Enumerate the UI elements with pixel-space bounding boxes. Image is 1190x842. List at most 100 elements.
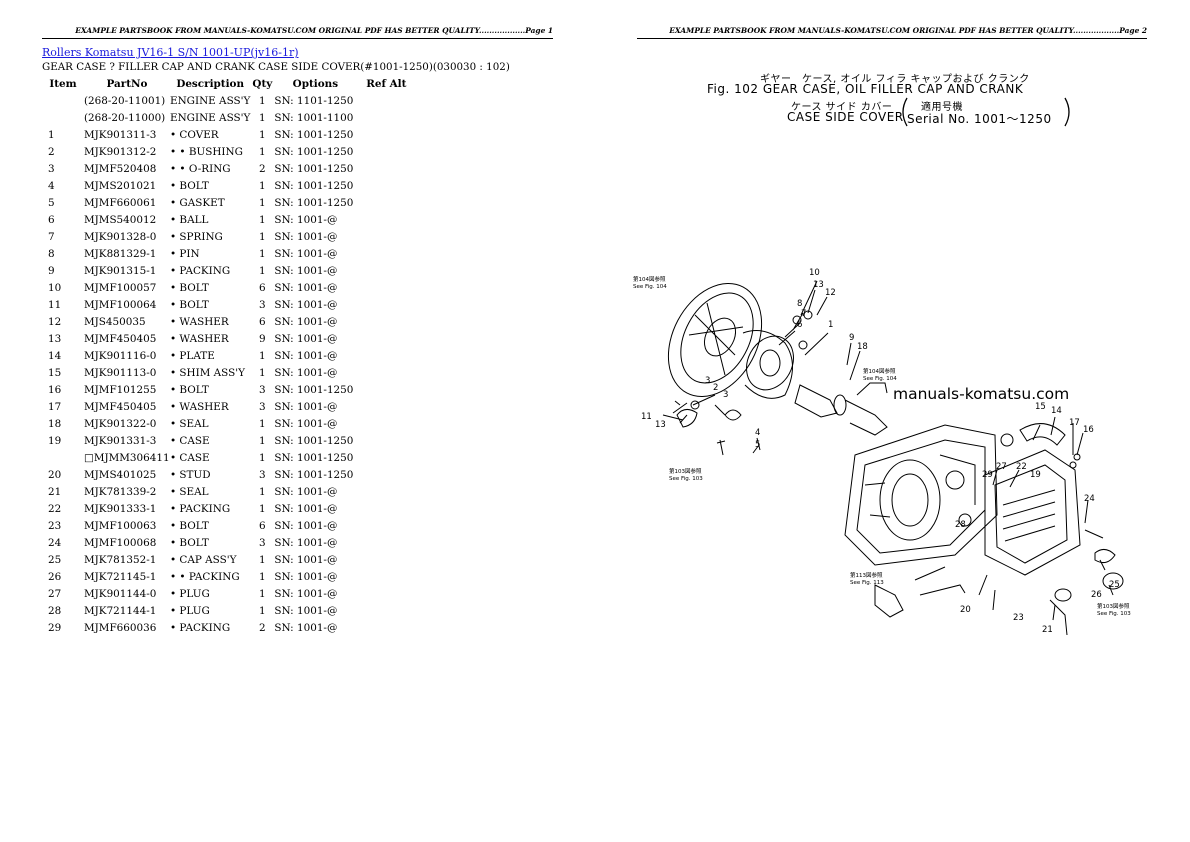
ref-fig104: See Fig. 104: [633, 284, 667, 290]
callout-13b: 13: [655, 420, 666, 430]
ref-fig104b: See Fig. 104: [863, 376, 897, 382]
cell-ref-alt: [356, 484, 416, 501]
cell-qty: 2: [259, 622, 266, 634]
cell-item: 10: [48, 282, 62, 294]
case-side-cover-drawing: [984, 423, 1124, 602]
cell-description: • • BUSHING: [170, 146, 243, 158]
cell-qty: 6: [259, 282, 266, 294]
cell-partno: MJK901331-3: [84, 435, 157, 447]
cell-description: • GASKET: [170, 197, 225, 209]
cell-options: SN: 1001-@: [274, 350, 338, 362]
page-header: EXAMPLE PARTSBOOK FROM MANUALS-KOMATSU.C…: [42, 26, 553, 39]
figure-title-line1: Fig. 102 GEAR CASE, OIL FILLER CAP AND C…: [707, 82, 1024, 96]
cell-qty: 1: [259, 367, 266, 379]
cell-partno: □MJMM306411: [84, 452, 170, 464]
watermark-text: manuals-komatsu.com: [893, 385, 1070, 403]
cell-item: 16: [48, 384, 62, 396]
cell-item: [42, 110, 84, 127]
callout-9: 9: [849, 333, 854, 343]
cell-description: • BOLT: [170, 537, 209, 549]
ref-fig113-jp: 第113図参照: [850, 571, 883, 579]
cell-ref-alt: [356, 127, 416, 144]
cell-description: • SEAL: [170, 418, 209, 430]
cell-description: • CASE: [170, 435, 210, 447]
cell-options: SN: 1001-@: [274, 571, 338, 583]
cell-description: • CASE: [170, 452, 210, 464]
cell-ref-alt: [356, 501, 416, 518]
cell-options: SN: 1001-@: [274, 588, 338, 600]
cell-ref-alt: [356, 569, 416, 586]
cell-partno: (268-20-11001): [84, 95, 166, 107]
cell-ref-alt: [356, 110, 416, 127]
cell-partno: MJK901333-1: [84, 503, 157, 515]
callout-1: 1: [828, 320, 833, 330]
callout-6: 6: [797, 320, 802, 330]
cell-ref-alt: [356, 535, 416, 552]
figure-title-japanese: ギヤー ケース, オイル フィラ キャップおよび クランク: [760, 74, 1030, 85]
cell-description: • PIN: [170, 248, 200, 260]
cell-partno: MJK901113-0: [84, 367, 157, 379]
cell-partno: MJMF520408: [84, 163, 157, 175]
cell-qty: 9: [259, 333, 266, 345]
ref-fig113: See Fig. 113: [850, 580, 884, 586]
callout-16: 16: [1083, 425, 1094, 435]
cell-options: SN: 1001-1250: [274, 129, 354, 141]
cell-qty: 1: [259, 231, 266, 243]
document-link[interactable]: Rollers Komatsu JV16-1 S/N 1001-UP(jv16-…: [42, 46, 299, 59]
cell-qty: 6: [259, 520, 266, 532]
callout-5: 5: [755, 440, 760, 450]
cell-partno: MJMS201021: [84, 180, 157, 192]
callout-15: 15: [1035, 402, 1046, 412]
cell-ref-alt: [356, 450, 416, 467]
cell-qty: 1: [259, 265, 266, 277]
cell-ref-alt: [356, 603, 416, 620]
cell-item: 23: [48, 520, 62, 532]
cell-partno: MJK881329-1: [84, 248, 157, 260]
callout-22: 22: [1016, 462, 1027, 472]
cell-options: SN: 1001-@: [274, 605, 338, 617]
cell-qty: 1: [259, 112, 266, 124]
ref-fig103-jp: 第103図参照: [669, 467, 702, 475]
cell-item: 9: [48, 265, 55, 277]
cell-description: • PLUG: [170, 605, 210, 617]
cell-description: • PLATE: [170, 350, 215, 362]
cell-options: SN: 1001-@: [274, 554, 338, 566]
cell-qty: 3: [259, 537, 266, 549]
cell-item: 5: [48, 197, 55, 209]
cell-qty: 1: [259, 180, 266, 192]
cell-description: • BOLT: [170, 384, 209, 396]
cell-ref-alt: [356, 178, 416, 195]
ref-fig104-jp: 第104図参照: [633, 275, 666, 283]
cell-item: 15: [48, 367, 62, 379]
cell-item: 18: [48, 418, 62, 430]
cell-qty: 1: [259, 350, 266, 362]
cell-qty: 3: [259, 401, 266, 413]
cell-item: 2: [48, 146, 55, 158]
cell-partno: MJK901315-1: [84, 265, 157, 277]
callout-14: 14: [1051, 406, 1062, 416]
cell-qty: 2: [259, 163, 266, 175]
cell-qty: 1: [259, 146, 266, 158]
callout-18: 18: [857, 342, 868, 352]
cell-ref-alt: [356, 365, 416, 382]
parts-table: Item PartNo Description Qty Options Ref …: [42, 76, 416, 637]
cell-qty: 1: [259, 571, 266, 583]
column-header-qty: Qty: [252, 78, 273, 90]
cell-options: SN: 1001-@: [274, 520, 338, 532]
cell-partno: MJMF100064: [84, 299, 157, 311]
cell-ref-alt: [356, 399, 416, 416]
cell-description: ENGINE ASS'Y: [170, 95, 251, 107]
column-header-description: Description: [176, 78, 245, 90]
cell-item: 19: [48, 435, 62, 447]
exploded-parts-diagram: 10 13 12 8 7 6 1 9 2 3 3 4 11 13 5 18 15…: [633, 268, 1131, 636]
cell-options: SN: 1001-@: [274, 214, 338, 226]
